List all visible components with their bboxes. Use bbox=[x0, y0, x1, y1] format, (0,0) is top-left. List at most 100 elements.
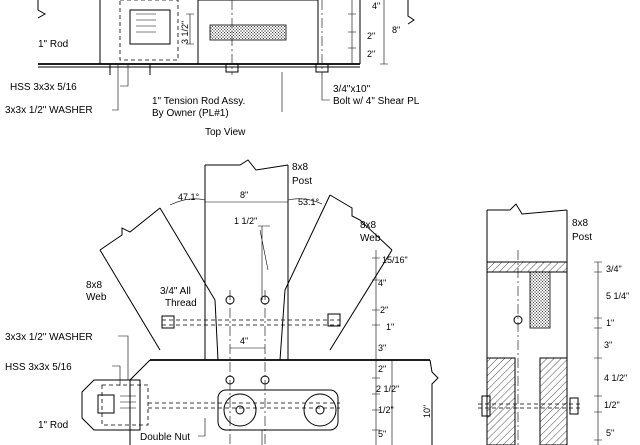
top-view-dim-2b: 2" bbox=[367, 49, 375, 59]
elevation-hss-nut-lines bbox=[120, 395, 136, 409]
top-view-left-break bbox=[37, 0, 47, 19]
elevation-left-web bbox=[99, 207, 216, 351]
side-view-dim-1: 1" bbox=[606, 318, 614, 328]
elevation-dim-1-5 bbox=[258, 225, 270, 300]
elevation-leader-washer bbox=[118, 335, 129, 380]
side-view: 8x8 Post 3/4" 5 1/4" 1" 3" 4 1/2" 1/2" 5… bbox=[478, 203, 629, 445]
elevation-left-web-label-2: Web bbox=[86, 292, 107, 303]
elevation-hss-nut bbox=[97, 394, 115, 414]
side-view-dim-3: 3" bbox=[604, 340, 612, 350]
elevation-right-web bbox=[284, 194, 393, 351]
elevation-angle-arc-right bbox=[287, 198, 323, 205]
side-view-post-label-1: 8x8 bbox=[572, 218, 589, 229]
top-view-bolt-nut bbox=[225, 63, 239, 73]
elevation-hss-label: HSS 3x3x 5/16 bbox=[5, 362, 72, 373]
elevation-dim-15-16: 15/16" bbox=[382, 255, 408, 265]
top-view: 4" 2" 2" 8" 3 1/2" 1" Rod HSS 3x3x 5/16 … bbox=[5, 0, 420, 138]
elevation-washer-hole-right bbox=[315, 405, 325, 415]
side-view-rod-nut-right bbox=[569, 397, 579, 415]
top-view-dim-4: 4" bbox=[372, 1, 380, 11]
elevation-all-thread-nut-right bbox=[327, 313, 341, 327]
side-view-dim-5: 5" bbox=[606, 428, 614, 438]
elevation-washer-label: 3x3x 1/2" WASHER bbox=[5, 332, 93, 343]
elevation-post-label-1: 8x8 bbox=[292, 162, 309, 173]
side-view-chord-right bbox=[539, 357, 568, 445]
side-view-dim-3-4: 3/4" bbox=[606, 264, 622, 274]
top-view-leader-bolt bbox=[321, 74, 330, 101]
top-view-leader-washer bbox=[112, 64, 119, 111]
elevation-all-thread-nut-left bbox=[161, 315, 175, 329]
top-view-tension-rod bbox=[109, 64, 151, 75]
top-view-right-break bbox=[407, 0, 415, 25]
elevation-chord-right-break bbox=[429, 359, 439, 445]
elevation-leader-hss bbox=[112, 365, 121, 386]
elevation-rod-label: 1" Rod bbox=[38, 420, 68, 431]
elevation-dim-1: 1" bbox=[386, 322, 394, 332]
elevation-dim-8: 8" bbox=[240, 190, 248, 200]
elevation-left-web-break bbox=[99, 207, 161, 251]
elevation-dim-2a: 2" bbox=[380, 305, 388, 315]
elevation-right-web-label-2: Web bbox=[360, 233, 381, 244]
elevation-angle-arc-left bbox=[169, 198, 206, 206]
elevation-rod-dashed bbox=[148, 402, 340, 409]
side-view-dim-ladder bbox=[594, 261, 602, 445]
side-view-rod bbox=[478, 403, 580, 409]
side-view-dim-4-5: 4 1/2" bbox=[604, 373, 627, 383]
elevation-hole-3 bbox=[225, 375, 235, 385]
elevation-dim-ladder bbox=[372, 250, 393, 445]
top-view-washer-label: 3x3x 1/2" WASHER bbox=[5, 105, 93, 116]
top-view-hss-box bbox=[129, 9, 171, 45]
elevation-all-thread-label-1: 3/4" All bbox=[160, 286, 191, 297]
elevation-view: 8x8 Post 8x8 Web 8x8 Web 47.1° 53.1° 8" … bbox=[5, 159, 439, 445]
side-view-shear-plate bbox=[529, 271, 551, 329]
top-view-rod-label: 1" Rod bbox=[38, 39, 68, 50]
elevation-dim-1-2: 1/2" bbox=[378, 405, 394, 415]
elevation-shear-plate bbox=[217, 389, 339, 431]
top-view-bolt-line1: 3/4"x10" bbox=[333, 84, 371, 95]
top-view-nut-hatch bbox=[136, 13, 156, 33]
top-view-title: Top View bbox=[205, 127, 246, 138]
elevation-leader-double-nut bbox=[198, 418, 206, 437]
top-view-tension-rod-line2: By Owner (PL#1) bbox=[152, 108, 229, 119]
side-view-dim-5-25: 5 1/4" bbox=[606, 291, 629, 301]
top-view-dim-lines bbox=[186, 0, 388, 65]
elevation-dim-3: 3" bbox=[378, 343, 386, 353]
elevation-dim-4a: 4" bbox=[378, 278, 386, 288]
elevation-washer-hole-left bbox=[235, 405, 245, 415]
elevation-hole-4 bbox=[260, 375, 270, 385]
elevation-double-nut-label: Double Nut bbox=[140, 432, 190, 443]
side-view-chord-left bbox=[486, 357, 516, 445]
side-view-rod-nut-left bbox=[481, 395, 491, 417]
elevation-dim-2-5: 2 1/2" bbox=[376, 384, 399, 394]
elevation-washer-circle-right bbox=[303, 393, 337, 427]
elevation-right-web-label-1: 8x8 bbox=[360, 220, 377, 231]
elevation-all-thread-label-2: Thread bbox=[165, 298, 197, 309]
top-view-shear-plate bbox=[209, 24, 287, 41]
top-view-hss-label: HSS 3x3x 5/16 bbox=[10, 82, 77, 93]
top-view-post-plan bbox=[197, 0, 319, 65]
elevation-dim-4b: 4" bbox=[240, 336, 248, 346]
top-view-bolt-head bbox=[315, 63, 329, 73]
elevation-dim-1-5-text: 1 1/2" bbox=[234, 216, 257, 226]
top-view-dim-3-5: 3 1/2" bbox=[180, 21, 190, 44]
elevation-washer-circle-left bbox=[223, 393, 257, 427]
top-view-dim-2a: 2" bbox=[367, 31, 375, 41]
elevation-hss-plate bbox=[81, 379, 141, 431]
side-view-top-plate bbox=[486, 261, 568, 273]
elevation-right-web-break bbox=[329, 194, 393, 251]
elevation-hole-centers bbox=[229, 290, 266, 445]
elevation-dim-10: 10" bbox=[422, 405, 432, 418]
elevation-post-outline bbox=[204, 165, 289, 360]
elevation-all-thread bbox=[162, 319, 340, 326]
side-view-post-break bbox=[487, 203, 568, 215]
elevation-dim-width bbox=[204, 198, 289, 206]
top-view-leader-hss bbox=[120, 64, 129, 87]
elevation-angle-left: 47.1° bbox=[178, 192, 200, 202]
elevation-left-web-label-1: 8x8 bbox=[86, 280, 103, 291]
side-view-post-label-2: Post bbox=[572, 232, 592, 243]
elevation-dim-2b: 2" bbox=[378, 364, 386, 374]
elevation-post-label-2: Post bbox=[292, 176, 312, 187]
side-view-dim-1-2: 1/2" bbox=[604, 400, 620, 410]
elevation-hss-tube bbox=[101, 384, 149, 426]
